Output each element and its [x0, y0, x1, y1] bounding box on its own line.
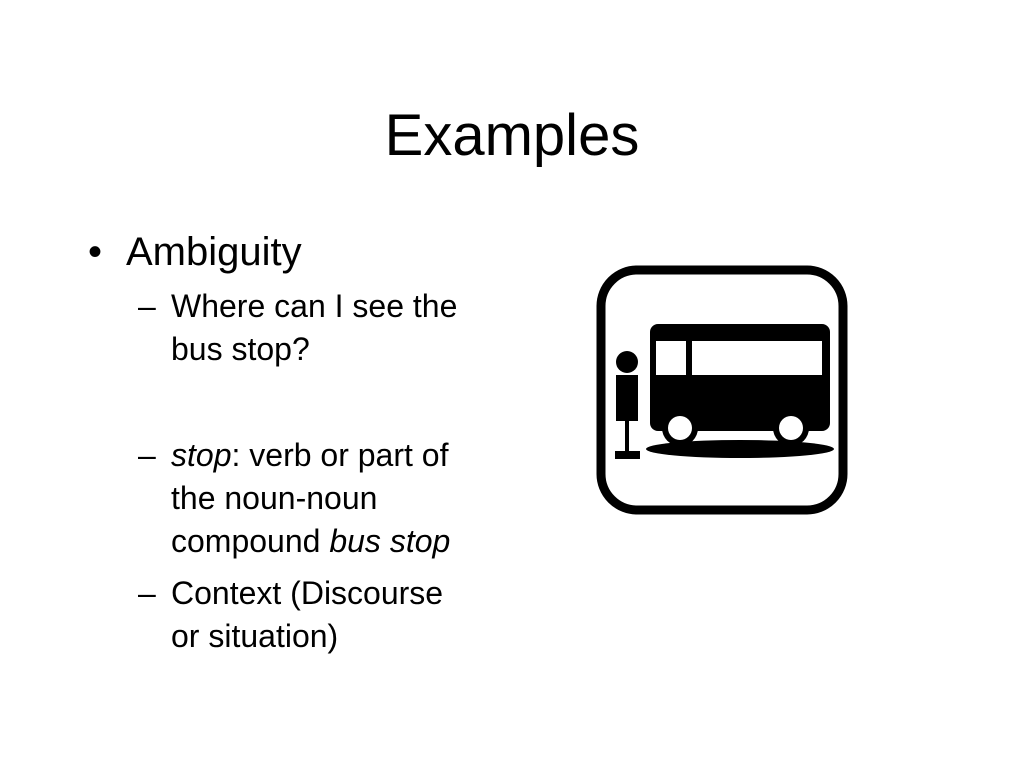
- stop-definition-line2: the noun-noun: [171, 480, 378, 516]
- sub-bullet-marker: –: [138, 288, 156, 324]
- context-line1: Context (Discourse: [171, 575, 444, 611]
- bus-stop-sign-icon: [596, 265, 848, 515]
- stop-definition-line3: compound: [171, 523, 330, 559]
- sub-bullet-question-line2: bus stop?: [171, 331, 310, 367]
- sub-bullet-marker: –: [138, 437, 156, 473]
- context-line2: or situation): [171, 618, 339, 654]
- sub-bullet-marker: –: [138, 575, 156, 611]
- sub-bullet-context: – Context (Discourse or situation): [138, 572, 538, 658]
- italic-word-stop: stop: [171, 437, 232, 473]
- italic-phrase-bus-stop: bus stop: [329, 523, 451, 559]
- sub-bullet-question-line1: Where can I see the: [171, 288, 458, 324]
- stop-definition-line1: : verb or part of: [231, 437, 449, 473]
- slide-title: Examples: [384, 103, 640, 168]
- bullet-text: Ambiguity: [126, 230, 302, 274]
- bullet-marker: •: [88, 230, 103, 274]
- sub-bullet-stop-definition: – stop: verb or part of the noun-noun co…: [138, 434, 538, 563]
- sub-bullet-question: – Where can I see the bus stop?: [138, 285, 538, 371]
